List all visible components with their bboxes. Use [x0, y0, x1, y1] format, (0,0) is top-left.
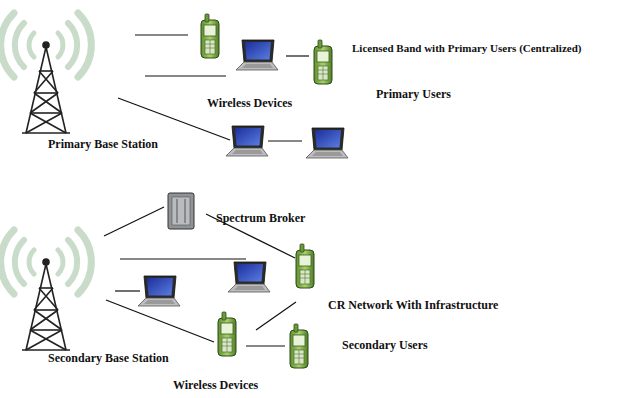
devices-label: Wireless Devices — [207, 96, 292, 110]
base-station-label: Primary Base Station — [48, 137, 158, 151]
broker-label: Spectrum Broker — [216, 211, 305, 225]
server-icon — [168, 193, 194, 229]
devices-label: Wireless Devices — [173, 378, 258, 392]
secondary-users-label: Secondary Users — [342, 338, 428, 352]
cr-network-label: CR Network With Infrastructure — [328, 298, 498, 312]
base-station-label: Secondary Base Station — [48, 351, 169, 365]
primary-users-label: Primary Users — [376, 87, 451, 101]
license-band-label: Licensed Band with Primary Users (Centra… — [352, 41, 581, 55]
